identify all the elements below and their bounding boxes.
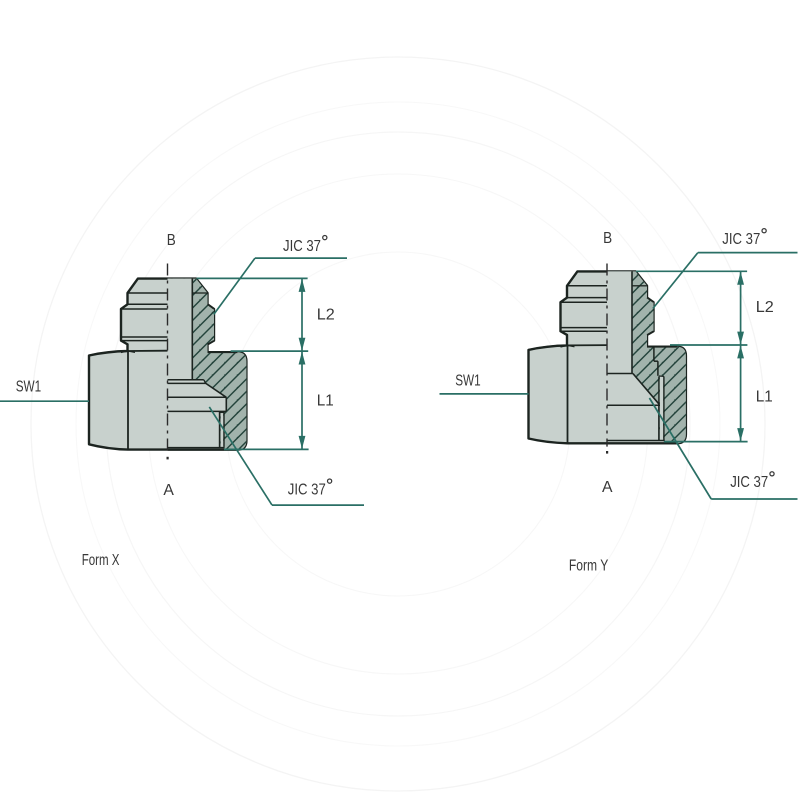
svg-text:B: B bbox=[603, 230, 612, 247]
svg-text:B: B bbox=[167, 232, 176, 249]
svg-text:L1: L1 bbox=[317, 392, 334, 409]
svg-text:JIC 37: JIC 37 bbox=[722, 231, 760, 248]
svg-text:Form X: Form X bbox=[82, 552, 120, 569]
svg-text:JIC 37: JIC 37 bbox=[288, 481, 326, 498]
svg-text:L2: L2 bbox=[317, 306, 335, 323]
svg-text:A: A bbox=[163, 482, 174, 499]
svg-text:SW1: SW1 bbox=[16, 379, 42, 396]
svg-text:A: A bbox=[602, 479, 613, 496]
svg-text:JIC 37: JIC 37 bbox=[730, 474, 768, 491]
svg-text:Form Y: Form Y bbox=[569, 557, 609, 574]
svg-text:JIC 37: JIC 37 bbox=[283, 238, 321, 255]
svg-text:L2: L2 bbox=[756, 299, 774, 316]
svg-text:L1: L1 bbox=[756, 389, 773, 406]
svg-text:SW1: SW1 bbox=[455, 372, 481, 389]
